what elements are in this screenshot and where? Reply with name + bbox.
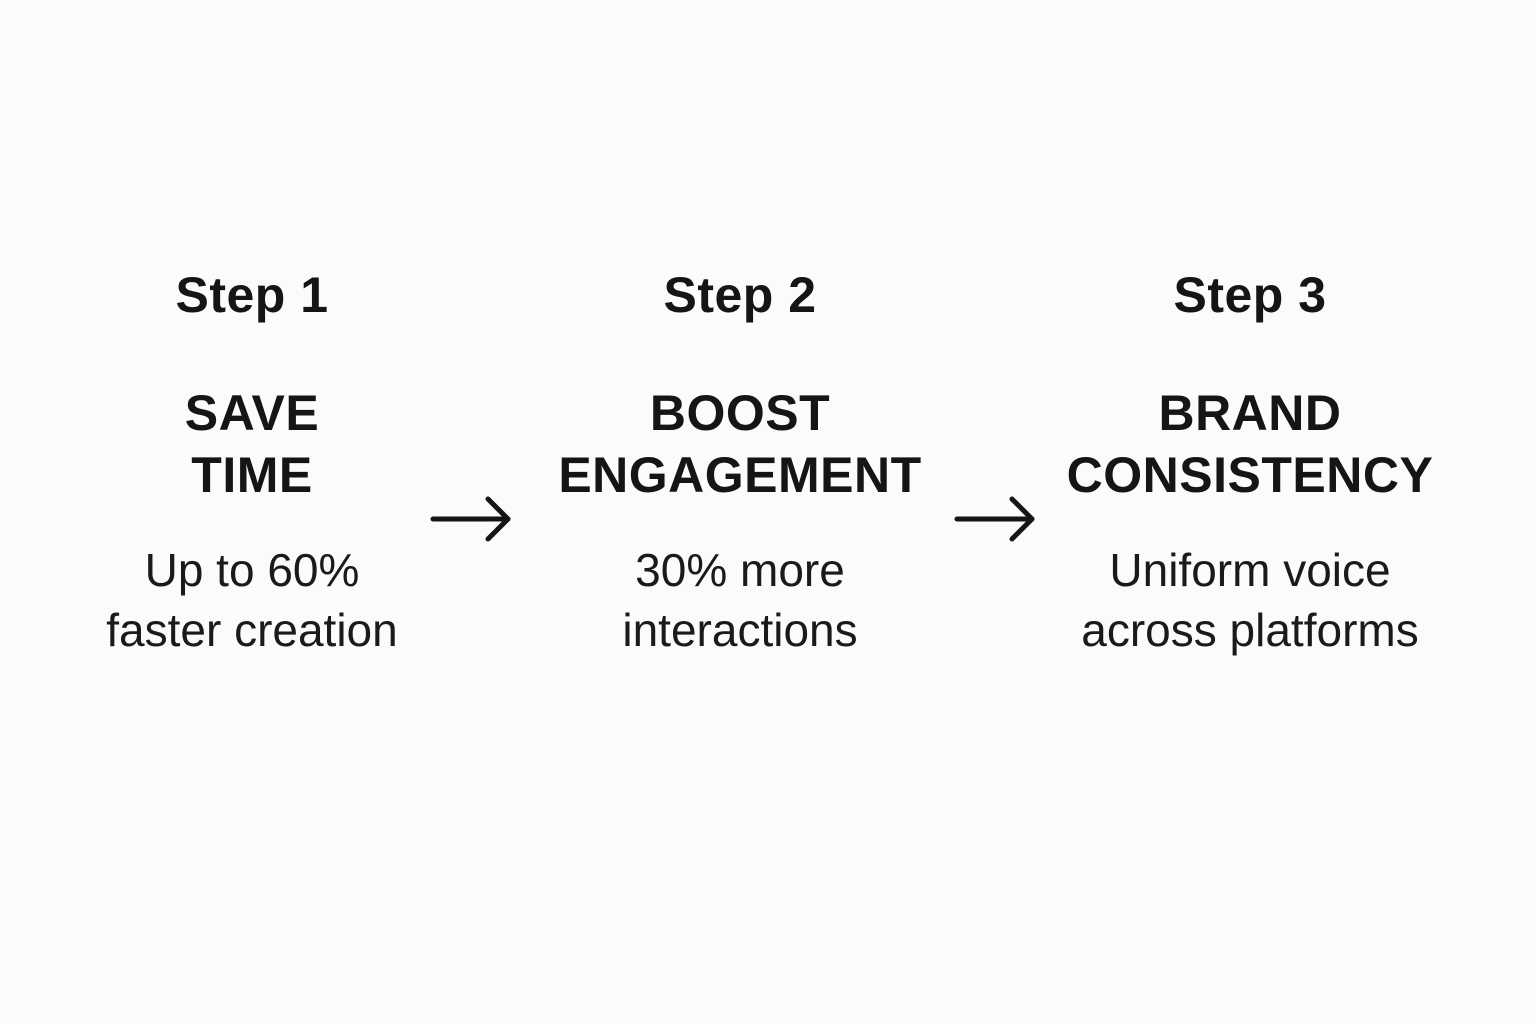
step-title-line: TIME — [191, 447, 313, 503]
step-2: Step 2 BOOST ENGAGEMENT 30% more interac… — [510, 262, 970, 660]
step-description: Up to 60% faster creation — [22, 540, 482, 660]
step-label: Step 2 — [663, 267, 817, 323]
step-title-line: SAVE — [184, 385, 320, 441]
step-description-line: across platforms — [1081, 604, 1419, 656]
step-title-line: BOOST — [649, 385, 831, 441]
step-description-line: 30% more — [635, 544, 845, 596]
step-description: 30% more interactions — [510, 540, 970, 660]
step-title-line: BRAND — [1158, 385, 1342, 441]
step-description-line: Up to 60% — [144, 544, 360, 596]
step-description-line: Uniform voice — [1109, 544, 1391, 596]
step-1: Step 1 SAVE TIME Up to 60% faster creati… — [22, 262, 482, 660]
step-title-line: ENGAGEMENT — [558, 447, 922, 503]
step-description: Uniform voice across platforms — [1020, 540, 1480, 660]
step-title: BRAND CONSISTENCY — [1020, 382, 1480, 506]
step-3: Step 3 BRAND CONSISTENCY Uniform voice a… — [1020, 262, 1480, 660]
step-label: Step 3 — [1173, 267, 1327, 323]
arrow-right-icon — [954, 494, 1038, 544]
step-description-line: faster creation — [106, 604, 398, 656]
step-title: SAVE TIME — [22, 382, 482, 506]
step-title-line: CONSISTENCY — [1066, 447, 1434, 503]
step-label: Step 1 — [175, 267, 329, 323]
arrow-right-icon — [430, 494, 514, 544]
step-title: BOOST ENGAGEMENT — [510, 382, 970, 506]
step-description-line: interactions — [622, 604, 858, 656]
